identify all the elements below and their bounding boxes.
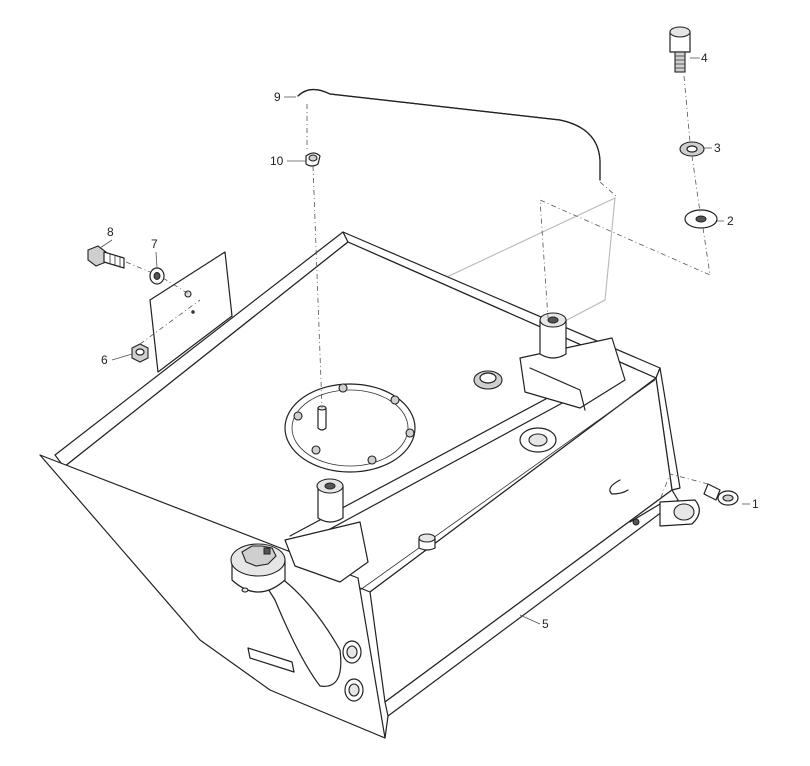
fuel-tank (39, 231, 681, 739)
right-mount-boss (539, 312, 567, 359)
part-hose-clip (305, 152, 321, 167)
callout-2: 2 (727, 214, 734, 228)
part-spring-washer (679, 141, 705, 157)
end-panel-handle (247, 647, 295, 673)
leader-lines (99, 57, 750, 625)
part-small-washer (149, 267, 165, 285)
left-mount-boss (316, 478, 344, 523)
callout-7: 7 (151, 237, 158, 251)
filler-neck (230, 543, 342, 687)
gauge-port (519, 427, 557, 453)
part-vent-hose (297, 88, 601, 181)
callout-4: 4 (701, 51, 708, 65)
sender-unit-plate (284, 383, 416, 473)
callout-5: 5 (542, 617, 549, 631)
part-bolt-vertical (669, 26, 691, 73)
part-bolt-horizontal (87, 245, 125, 269)
hose-bracket (629, 499, 700, 527)
callout-3: 3 (714, 141, 721, 155)
callout-labels: 1 2 3 4 5 6 7 8 9 10 (101, 51, 759, 631)
lifting-hook (609, 479, 629, 495)
callout-9: 9 (274, 90, 281, 104)
vent-port (473, 370, 503, 390)
callout-1: 1 (752, 497, 759, 511)
part-flat-washer (684, 209, 718, 229)
centerlines (125, 75, 711, 501)
part-hose-clamp (703, 483, 739, 506)
end-panel-ports (342, 640, 364, 702)
part-nut (131, 343, 149, 363)
callout-8: 8 (107, 225, 114, 239)
callout-6: 6 (101, 353, 108, 367)
small-plug (418, 533, 436, 551)
callout-10: 10 (270, 154, 284, 168)
mounting-plate (149, 251, 233, 373)
